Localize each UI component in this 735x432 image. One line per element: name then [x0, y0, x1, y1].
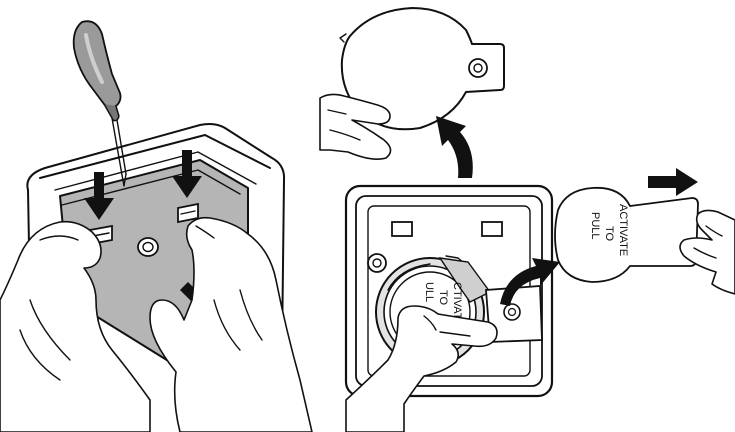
- curved-arrow-icon: [436, 116, 473, 178]
- tab-label-line3: ACTIVATE: [617, 204, 629, 256]
- pull-tab-removed: PULL TO ACTIVATE: [555, 188, 698, 282]
- left-step-remove-cover: [0, 21, 312, 432]
- slot-right: [482, 222, 502, 236]
- slot-left: [392, 222, 412, 236]
- screwdriver-icon: [74, 21, 126, 186]
- tab-label-line2: TO: [603, 226, 615, 242]
- base-screw: [368, 254, 386, 272]
- right-step-activate: ULL TO CTIVATE PULL TO ACTIVATE: [320, 8, 735, 432]
- center-screw: [138, 238, 158, 256]
- tab-label-line1: PULL: [589, 212, 601, 240]
- arrow-right-icon: [648, 168, 698, 196]
- cover-label-line2: TO: [437, 290, 449, 306]
- cover-label-line1: ULL: [423, 282, 435, 302]
